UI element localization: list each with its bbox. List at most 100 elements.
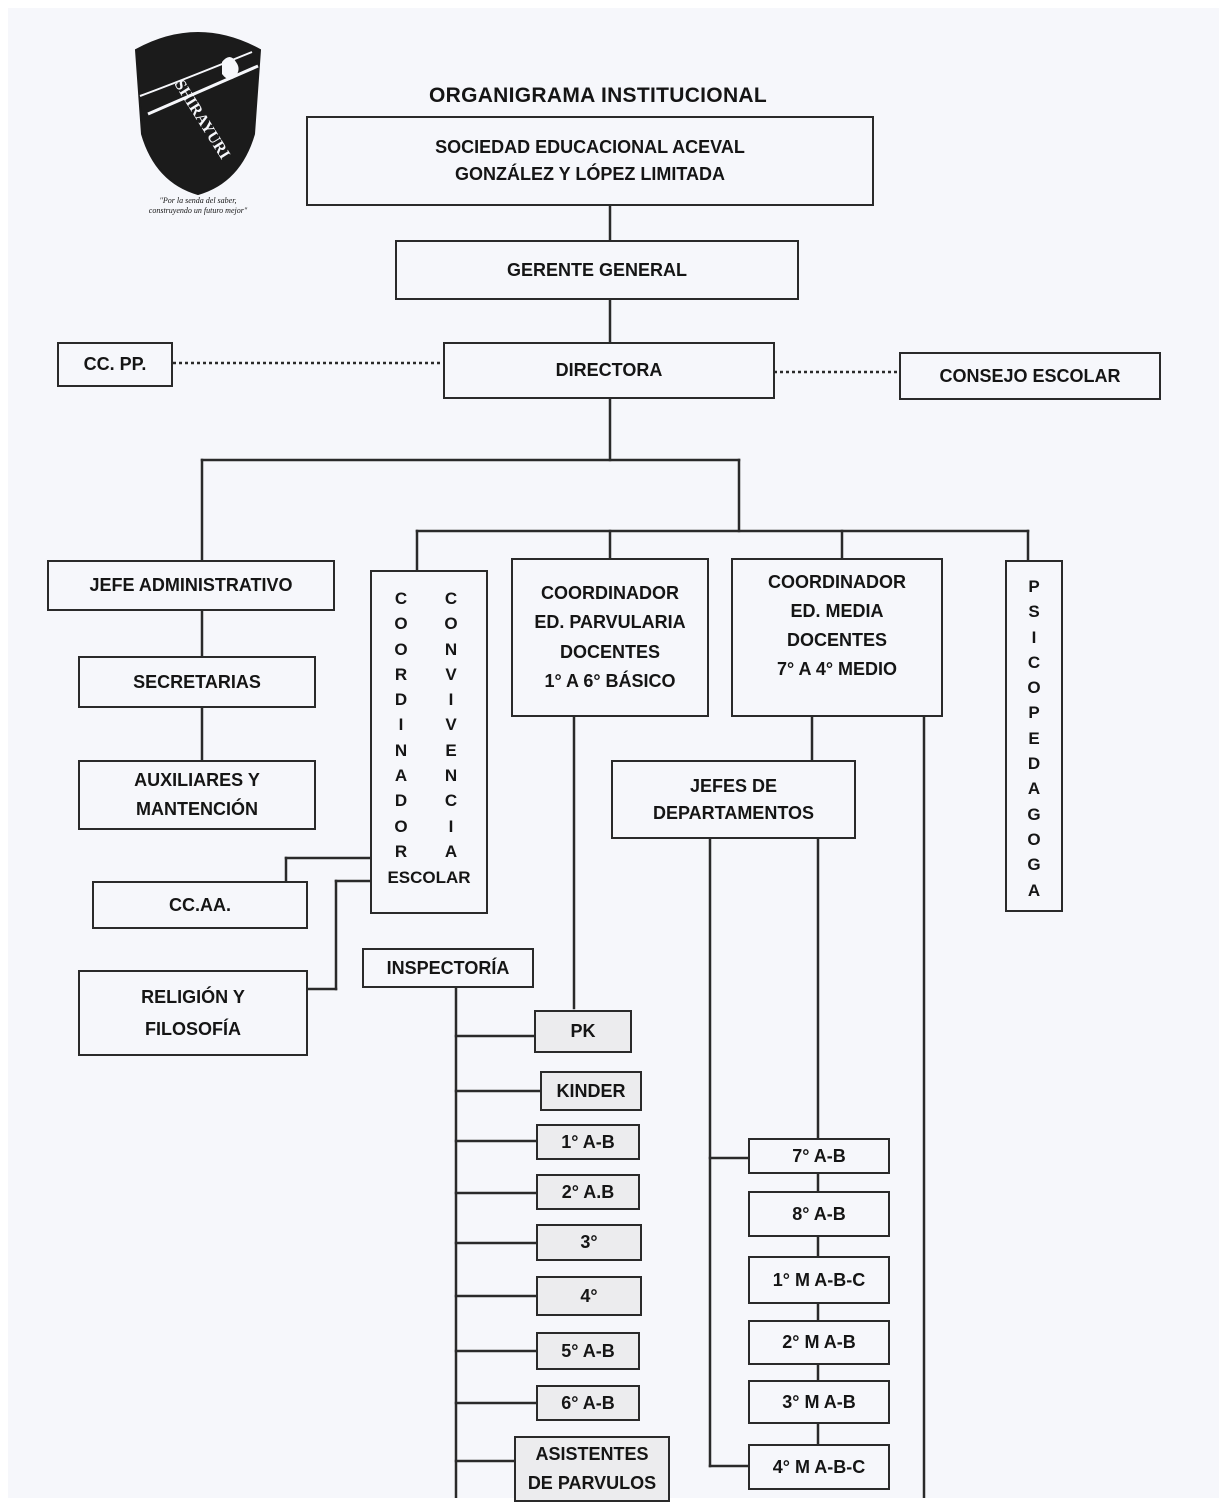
course-label: 3° <box>580 1232 598 1252</box>
psicopedagoga-letter: P <box>1028 703 1040 723</box>
coordinador-letter: O <box>394 614 408 634</box>
convivencia-letter: O <box>444 614 458 634</box>
course-box-4-medio: 4° M A-B-C <box>748 1444 890 1490</box>
inspectoria-box: INSPECTORÍA <box>362 948 534 988</box>
psicopedagoga-letter: I <box>1031 627 1037 647</box>
secretarias-label: SECRETARIAS <box>133 671 261 692</box>
course-label: 1° M A-B-C <box>772 1269 866 1290</box>
jefe-administrativo-label: JEFE ADMINISTRATIVO <box>89 575 293 595</box>
religion-line1: RELIGIÓN Y <box>141 986 245 1007</box>
coordinador-letter: D <box>394 690 408 710</box>
asistentes-line2: DE PARVULOS <box>527 1473 657 1493</box>
coord-media-line1: COORDINADOR <box>768 572 906 592</box>
course-box-pk: PK <box>534 1010 632 1053</box>
coordinador-letter: C <box>394 589 408 608</box>
course-box-5-basico: 5° A-B <box>536 1332 640 1370</box>
sociedad-line2: GONZÁLEZ Y LÓPEZ LIMITADA <box>455 164 725 184</box>
directora-box: DIRECTORA <box>443 342 775 399</box>
course-label: 1° A-B <box>561 1131 615 1152</box>
course-box-2-basico: 2° A.B <box>536 1174 640 1210</box>
course-label: 4° M A-B-C <box>772 1456 866 1477</box>
inspectoria-label: INSPECTORÍA <box>386 957 510 978</box>
course-label: 7° A-B <box>792 1145 846 1166</box>
psicopedagoga-box <box>1005 560 1063 912</box>
coord-basica-line1: COORDINADOR <box>541 583 679 604</box>
psicopedagoga-letter: O <box>1027 829 1041 849</box>
convivencia-letter: I <box>448 816 454 836</box>
course-box-3-basico: 3° <box>536 1224 642 1261</box>
convivencia-letter: C <box>444 589 458 608</box>
psicopedagoga-letter: P <box>1028 577 1040 596</box>
ccaa-label: CC.AA. <box>169 894 231 915</box>
course-label: 5° A-B <box>561 1340 615 1361</box>
coord-basica-line4: 1° A 6° BÁSICO <box>544 670 676 691</box>
logo-motto-line1: "Por la senda del saber, <box>159 196 237 205</box>
jefes-line2: DEPARTAMENTOS <box>652 802 814 823</box>
coord-media-line3: DOCENTES <box>786 630 887 651</box>
auxiliares-box: AUXILIARES Y MANTENCIÓN <box>78 760 316 830</box>
convivencia-letter: C <box>444 791 458 811</box>
directora-label: DIRECTORA <box>555 360 663 380</box>
psicopedagoga-letter: C <box>1027 652 1041 672</box>
convivencia-letter: N <box>444 639 458 659</box>
course-label: 8° A-B <box>792 1203 846 1224</box>
coordinador-letter: O <box>394 816 408 836</box>
course-box-1-basico: 1° A-B <box>536 1124 640 1160</box>
psicopedagoga-letter: G <box>1027 855 1041 875</box>
religion-filosofia-box: RELIGIÓN Y FILOSOFÍA <box>78 970 308 1056</box>
ccpp-label: CC. PP. <box>83 354 147 374</box>
coord-basica-line2: ED. PARVULARIA <box>534 612 686 633</box>
coordinador-convivencia-box <box>370 570 488 914</box>
convivencia-letter: V <box>445 664 457 684</box>
psicopedagoga-letter: E <box>1028 728 1040 748</box>
gerente-box: GERENTE GENERAL <box>395 240 799 300</box>
convivencia-letter: E <box>445 740 457 760</box>
ccaa-box: CC.AA. <box>92 881 308 929</box>
org-chart-sheet: SHIRAYURI "Por la senda del saber, const… <box>8 8 1219 1502</box>
asistentes-line1: ASISTENTES <box>535 1444 649 1465</box>
escolar-label: ESCOLAR <box>387 868 471 887</box>
coord-basica-line3: DOCENTES <box>559 641 660 662</box>
course-label: KINDER <box>556 1080 626 1101</box>
course-label: 6° A-B <box>561 1392 615 1413</box>
course-box-1-medio: 1° M A-B-C <box>748 1256 890 1304</box>
consejo-escolar-label: CONSEJO ESCOLAR <box>939 365 1121 386</box>
jefes-departamentos-box: JEFES DE DEPARTAMENTOS <box>611 760 856 839</box>
coordinador-letter: D <box>394 791 408 811</box>
secretarias-box: SECRETARIAS <box>78 656 316 708</box>
gerente-label: GERENTE GENERAL <box>506 259 688 280</box>
shirayuri-shield-logo: SHIRAYURI <box>134 32 262 196</box>
ccpp-box: CC. PP. <box>57 342 173 387</box>
psicopedagoga-letter: O <box>1027 678 1041 698</box>
coordinador-letter: R <box>394 664 408 684</box>
course-box-kinder: KINDER <box>540 1071 642 1111</box>
chart-title: ORGANIGRAMA INSTITUCIONAL <box>428 84 768 107</box>
auxiliares-line1: AUXILIARES Y <box>134 770 260 791</box>
course-box-2-medio: 2° M A-B <box>748 1320 890 1365</box>
asistentes-parvulos-box: ASISTENTES DE PARVULOS <box>514 1436 670 1502</box>
coordinador-letter: R <box>394 841 408 861</box>
convivencia-letter: A <box>444 841 458 861</box>
coordinador-media-box: COORDINADOR ED. MEDIA DOCENTES 7° A 4° M… <box>731 558 943 717</box>
psicopedagoga-letter: G <box>1027 804 1041 824</box>
course-label: PK <box>570 1021 596 1041</box>
psicopedagoga-letter: A <box>1027 880 1041 900</box>
jefes-line1: JEFES DE <box>689 775 778 796</box>
psicopedagoga-letter: A <box>1027 779 1041 799</box>
course-label: 4° <box>580 1285 598 1306</box>
coord-media-line2: ED. MEDIA <box>790 601 884 622</box>
course-box-3-medio: 3° M A-B <box>748 1380 890 1424</box>
religion-line2: FILOSOFÍA <box>145 1019 241 1039</box>
psicopedagoga-letter: S <box>1028 602 1040 622</box>
course-box-4-basico: 4° <box>536 1276 642 1316</box>
course-label: 3° M A-B <box>782 1391 856 1412</box>
course-label: 2° M A-B <box>782 1332 856 1352</box>
course-box-6-basico: 6° A-B <box>536 1385 640 1421</box>
coordinador-letter: O <box>394 639 408 659</box>
coordinador-letter: I <box>398 715 404 735</box>
course-box-7-basico: 7° A-B <box>748 1138 890 1174</box>
psicopedagoga-letter: D <box>1027 754 1041 774</box>
